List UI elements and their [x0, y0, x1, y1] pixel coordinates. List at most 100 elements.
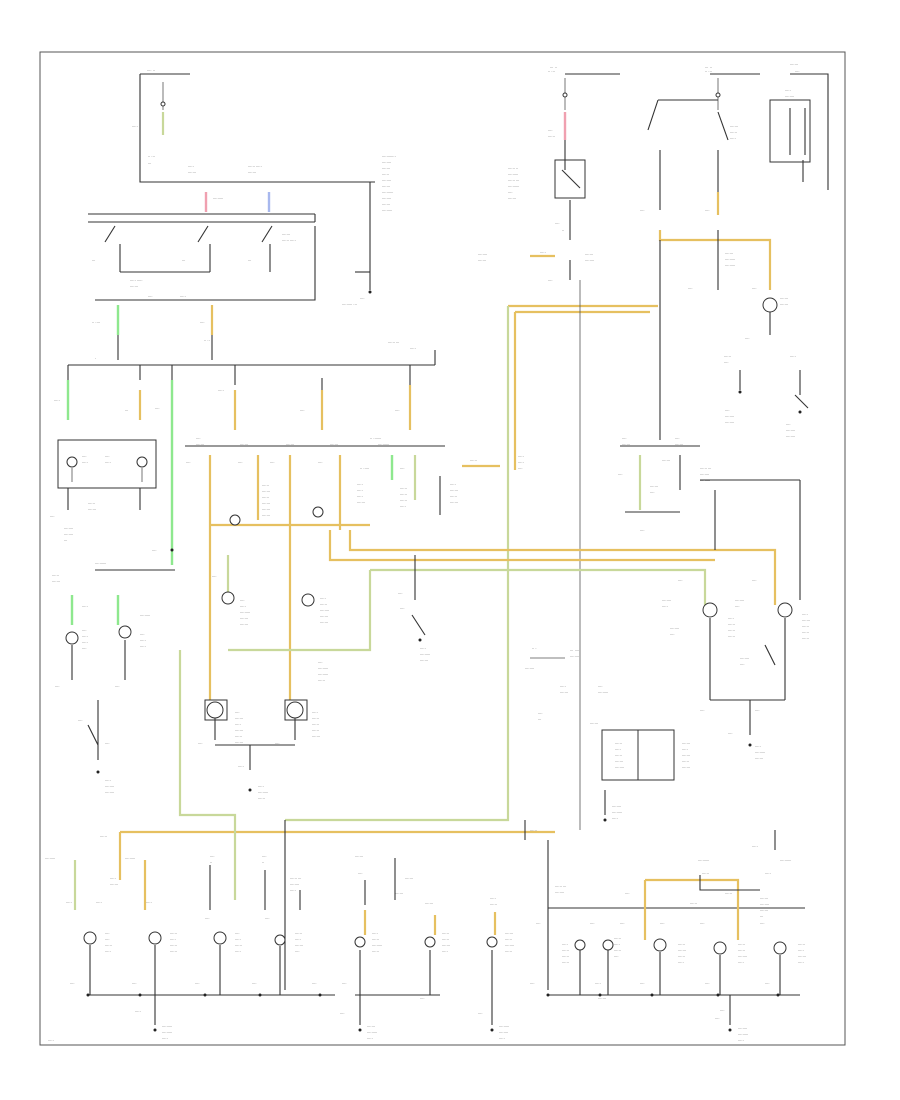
svg-text:····: ···· [318, 661, 323, 665]
svg-text:········: ········ [670, 627, 679, 631]
svg-text:······: ······ [798, 943, 805, 947]
svg-text:·······: ······· [196, 443, 204, 447]
svg-text:········: ········ [735, 599, 744, 603]
svg-text:·········: ········· [382, 209, 392, 213]
svg-text:····: ···· [82, 629, 87, 633]
svg-text:··········: ·········· [95, 562, 106, 566]
svg-text:····: ···· [398, 592, 403, 596]
svg-text:·········: ········· [213, 197, 223, 201]
svg-text:·····: ····· [82, 635, 88, 639]
svg-text:····: ···· [265, 917, 270, 921]
svg-text:····: ···· [538, 712, 543, 716]
svg-text:····: ···· [50, 515, 55, 519]
svg-text:··: ·· [562, 229, 564, 233]
svg-text:····: ···· [148, 295, 153, 299]
svg-text:····: ···· [295, 950, 300, 954]
svg-text:·····: ····· [240, 605, 246, 609]
svg-text:······: ······ [530, 829, 537, 833]
svg-text:·······: ······· [320, 621, 328, 625]
svg-text:····: ···· [614, 955, 619, 959]
svg-text:·····: ····· [218, 389, 224, 393]
svg-text:·····: ····· [785, 89, 791, 93]
svg-text:·····: ····· [235, 723, 241, 727]
svg-text:······: ······ [262, 484, 269, 488]
svg-text:····: ···· [622, 437, 627, 441]
svg-text:·······: ······· [780, 297, 788, 301]
svg-text:······: ······ [690, 902, 697, 906]
svg-text:······: ······ [442, 938, 449, 942]
svg-text:····: ···· [235, 711, 240, 715]
svg-text:········: ········ [555, 891, 564, 895]
svg-text:·········: ········· [318, 673, 328, 677]
top-right-section: ··· ·· ·· ··· ··· ·· ·· ··· ······· ····… [478, 63, 829, 440]
svg-text:········: ········ [740, 657, 749, 661]
svg-text:·····: ····· [54, 399, 60, 403]
svg-text:········: ········ [570, 655, 579, 659]
svg-text:······: ······ [170, 950, 177, 954]
svg-text:·····: ····· [420, 647, 426, 651]
svg-text:······: ······ [262, 496, 269, 500]
svg-text:·····: ····· [612, 817, 618, 821]
svg-text:·····: ····· [450, 483, 456, 487]
svg-text:····: ···· [548, 279, 553, 283]
svg-text:····: ···· [725, 409, 730, 413]
svg-text:····: ···· [752, 287, 757, 291]
svg-text:··: ·· [262, 861, 264, 865]
svg-text:····: ···· [155, 407, 160, 411]
svg-text:·······: ······· [248, 171, 256, 175]
svg-text:·····: ····· [798, 961, 804, 965]
svg-text:·····: ····· [372, 932, 378, 936]
svg-text:······: ······ [320, 603, 327, 607]
svg-text:······: ······ [738, 943, 745, 947]
svg-text:·······: ······· [395, 892, 403, 896]
svg-text:··: ·· [210, 861, 212, 865]
svg-text:············: ············ [382, 155, 396, 159]
svg-text:·········: ········· [140, 614, 150, 618]
svg-text:·······: ······· [585, 253, 593, 257]
svg-text:·····: ····· [678, 961, 684, 965]
svg-text:····: ···· [508, 191, 513, 195]
svg-text:·····: ····· [790, 355, 796, 359]
svg-text:·····: ····· [367, 1037, 373, 1041]
svg-text:····: ···· [705, 209, 710, 213]
svg-text:······: ······ [450, 495, 457, 499]
svg-text:····: ···· [358, 872, 363, 876]
svg-text:·········: ········· [318, 667, 328, 671]
svg-text:·······: ······· [262, 490, 270, 494]
svg-text:·····: ····· [738, 1039, 744, 1043]
svg-text:··· ··: ··· ·· [550, 66, 557, 70]
svg-text:····: ···· [660, 922, 665, 926]
svg-text:······: ······ [470, 459, 477, 463]
svg-text:·······: ······· [282, 233, 290, 237]
svg-text:·········: ········· [612, 811, 622, 815]
svg-text:·········: ········· [508, 173, 518, 177]
svg-text:·····: ····· [290, 889, 296, 893]
svg-text:·······: ······· [355, 855, 363, 859]
svg-text:······: ······ [505, 938, 512, 942]
svg-text:····: ···· [740, 663, 745, 667]
top-power-section: ···· ·· ····· ·· ··· ··· ····· ······· ·… [88, 69, 396, 360]
svg-text:·······: ······· [235, 729, 243, 733]
svg-text:······: ······ [548, 135, 555, 139]
svg-text:·····: ····· [140, 645, 146, 649]
svg-text:·········: ········· [162, 1031, 172, 1035]
svg-text:·······: ······· [478, 259, 486, 263]
svg-text:·······: ······· [130, 285, 138, 289]
svg-text:······: ······ [802, 637, 809, 641]
svg-text:····: ···· [715, 1017, 720, 1021]
svg-text:·····: ····· [730, 137, 736, 141]
svg-text:·······: ······· [675, 443, 683, 447]
svg-text:·····: ····· [48, 1039, 54, 1043]
svg-text:·····: ····· [357, 489, 363, 493]
svg-text:····: ···· [555, 222, 560, 226]
svg-text:·····: ····· [105, 779, 111, 783]
svg-text:·······: ······· [560, 691, 568, 695]
svg-text:····: ···· [360, 297, 365, 301]
svg-text:·······: ······· [405, 877, 413, 881]
svg-text:·····: ····· [490, 897, 496, 901]
svg-text:····: ···· [720, 1009, 725, 1013]
svg-text:········: ········ [290, 883, 299, 887]
svg-text:·········: ········· [499, 1025, 509, 1029]
svg-text:·····: ····· [518, 455, 524, 459]
svg-text:·····: ····· [798, 949, 804, 953]
